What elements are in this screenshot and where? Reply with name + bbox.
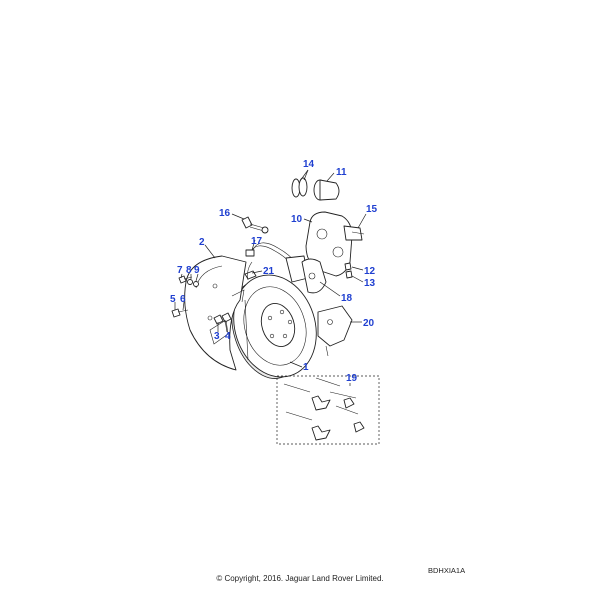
callout-21: 21 [263,266,275,277]
callout-4: 4 [225,331,231,342]
callout-6: 6 [180,294,186,305]
bleed-screw [344,262,353,279]
brake-pads [285,255,327,294]
callout-18: 18 [341,293,353,304]
callout-5: 5 [170,294,176,305]
callout-8: 8 [186,265,192,276]
brake-disc [231,274,317,379]
callout-17: 17 [251,236,263,247]
illustration-reference-code: BDHXIA1A [428,566,466,575]
caliper-body [305,211,365,277]
callout-19: 19 [346,373,358,384]
callout-14: 14 [303,159,315,170]
callout-20: 20 [363,318,375,329]
pad-fitting-kit [276,375,380,445]
callout-9: 9 [194,265,200,276]
piston-and-seals [291,177,340,201]
callout-12: 12 [364,266,376,277]
copyright-notice: © Copyright, 2016. Jaguar Land Rover Lim… [216,574,384,583]
callout-3: 3 [214,331,220,342]
bolt-16 [241,216,269,234]
callout-2: 2 [199,237,205,248]
anti-rattle-plate [317,305,353,357]
callout-7: 7 [177,265,183,276]
callout-10: 10 [291,214,303,225]
callout-1: 1 [303,362,309,373]
callout-13: 13 [364,278,376,289]
shield-fixings [213,312,232,325]
dust-shield [184,255,247,371]
callout-16: 16 [219,208,231,219]
leader-lines [174,169,367,386]
callout-15: 15 [366,204,378,215]
callouts: 14 11 16 10 15 2 17 7 8 9 21 12 13 5 6 1… [170,159,378,384]
callout-11: 11 [336,167,347,178]
